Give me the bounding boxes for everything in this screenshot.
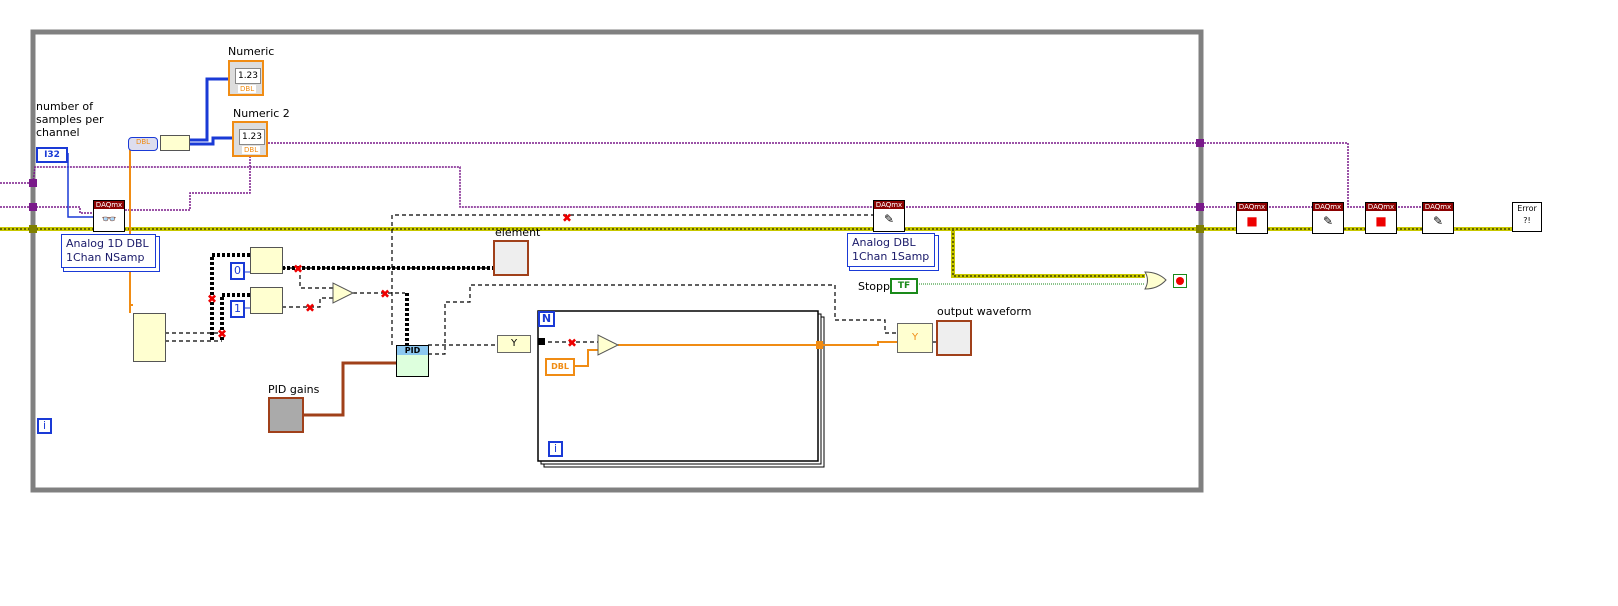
svg-text:✖: ✖ <box>305 301 315 315</box>
task-wires <box>0 142 1422 214</box>
svg-text:✖: ✖ <box>380 287 390 301</box>
daqmx-clear-task[interactable]: DAQmx ✎ <box>1422 202 1454 234</box>
daqmx-stop-task-2[interactable]: DAQmx ■ <box>1365 202 1397 234</box>
samples-per-channel-label: number of samples per channel <box>36 100 104 139</box>
write-line2: 1Chan 1Samp <box>852 250 930 263</box>
svg-text:✖: ✖ <box>567 336 577 350</box>
dbl-constant[interactable]: DBL <box>545 358 575 376</box>
read-line1: Analog 1D DBL <box>66 237 149 250</box>
stop-icon <box>1176 277 1184 285</box>
element-label: element <box>495 226 541 239</box>
loop-index-terminal: i <box>548 441 563 457</box>
daqmx-header: DAQmx <box>1366 203 1396 211</box>
daqmx-write-2[interactable]: DAQmx ✎ <box>1312 202 1344 234</box>
stop-square-icon: ■ <box>1246 214 1258 228</box>
while-index-terminal: i <box>37 418 52 434</box>
element-chart-indicator[interactable] <box>493 240 529 276</box>
output-waveform-label: output waveform <box>937 305 1032 318</box>
split-node[interactable] <box>160 135 190 151</box>
read-line2: 1Chan NSamp <box>66 251 145 264</box>
daqmx-stop-task[interactable]: DAQmx ■ <box>1236 202 1268 234</box>
daqmx-header: DAQmx <box>1237 203 1267 211</box>
build-waveform[interactable]: Y <box>497 335 531 353</box>
loop-condition[interactable] <box>1173 274 1187 288</box>
index-array-node[interactable] <box>133 313 166 362</box>
samples-per-channel-control[interactable]: I32 <box>36 147 68 163</box>
read-glasses-icon: 👓 <box>101 212 117 226</box>
constant-0[interactable]: 0 <box>230 262 245 280</box>
error-wire <box>0 227 1512 278</box>
pid-gains-cluster[interactable] <box>268 397 304 433</box>
build-waveform-2[interactable]: Y <box>897 323 933 353</box>
output-waveform-indicator[interactable] <box>936 320 972 356</box>
simple-error-handler[interactable]: Error ?! <box>1512 202 1542 232</box>
eraser-icon: ✎ <box>1322 214 1334 228</box>
constant-1[interactable]: 1 <box>230 300 245 318</box>
stopp-label: Stopp <box>858 280 890 293</box>
svg-text:✖: ✖ <box>293 262 303 276</box>
numeric-label: Numeric <box>228 45 275 58</box>
daqmx-header: DAQmx <box>1313 203 1343 211</box>
dbl-tag: DBL <box>238 85 257 93</box>
while-loop-frame <box>30 29 1204 493</box>
numeric2-value: 1.23 <box>239 129 265 145</box>
dbl-tag: DBL <box>242 146 261 154</box>
index-array-1[interactable] <box>250 287 283 314</box>
pid-gains-label: PID gains <box>268 383 320 396</box>
numeric2-label: Numeric 2 <box>233 107 290 120</box>
for-loop-frame <box>537 310 819 462</box>
daqmx-header: DAQmx <box>94 201 124 209</box>
daqmx-write[interactable]: DAQmx ✎ <box>873 200 905 232</box>
daqmx-read[interactable]: DAQmx 👓 <box>93 200 125 232</box>
svg-text:✖: ✖ <box>207 292 217 306</box>
loop-count-terminal: N <box>538 311 555 327</box>
svg-text:✖: ✖ <box>217 327 227 341</box>
eraser-icon: ✎ <box>1432 214 1444 228</box>
pid-header: PID <box>397 346 428 355</box>
stopp-control[interactable]: TF <box>890 278 918 294</box>
daqmx-header: DAQmx <box>874 201 904 209</box>
pid-vi[interactable]: PID <box>396 345 429 377</box>
divide-primitive <box>597 334 620 356</box>
pencil-icon: ✎ <box>883 212 895 226</box>
unbundle-node[interactable]: DBL <box>128 137 158 151</box>
or-primitive <box>1144 271 1167 290</box>
stop-square-icon: ■ <box>1375 214 1387 228</box>
daqmx-header: DAQmx <box>1423 203 1453 211</box>
numeric-value: 1.23 <box>235 68 261 84</box>
write-line1: Analog DBL <box>852 236 916 249</box>
index-array-0[interactable] <box>250 247 283 274</box>
subtract-primitive <box>332 282 355 304</box>
svg-text:✖: ✖ <box>562 211 572 225</box>
